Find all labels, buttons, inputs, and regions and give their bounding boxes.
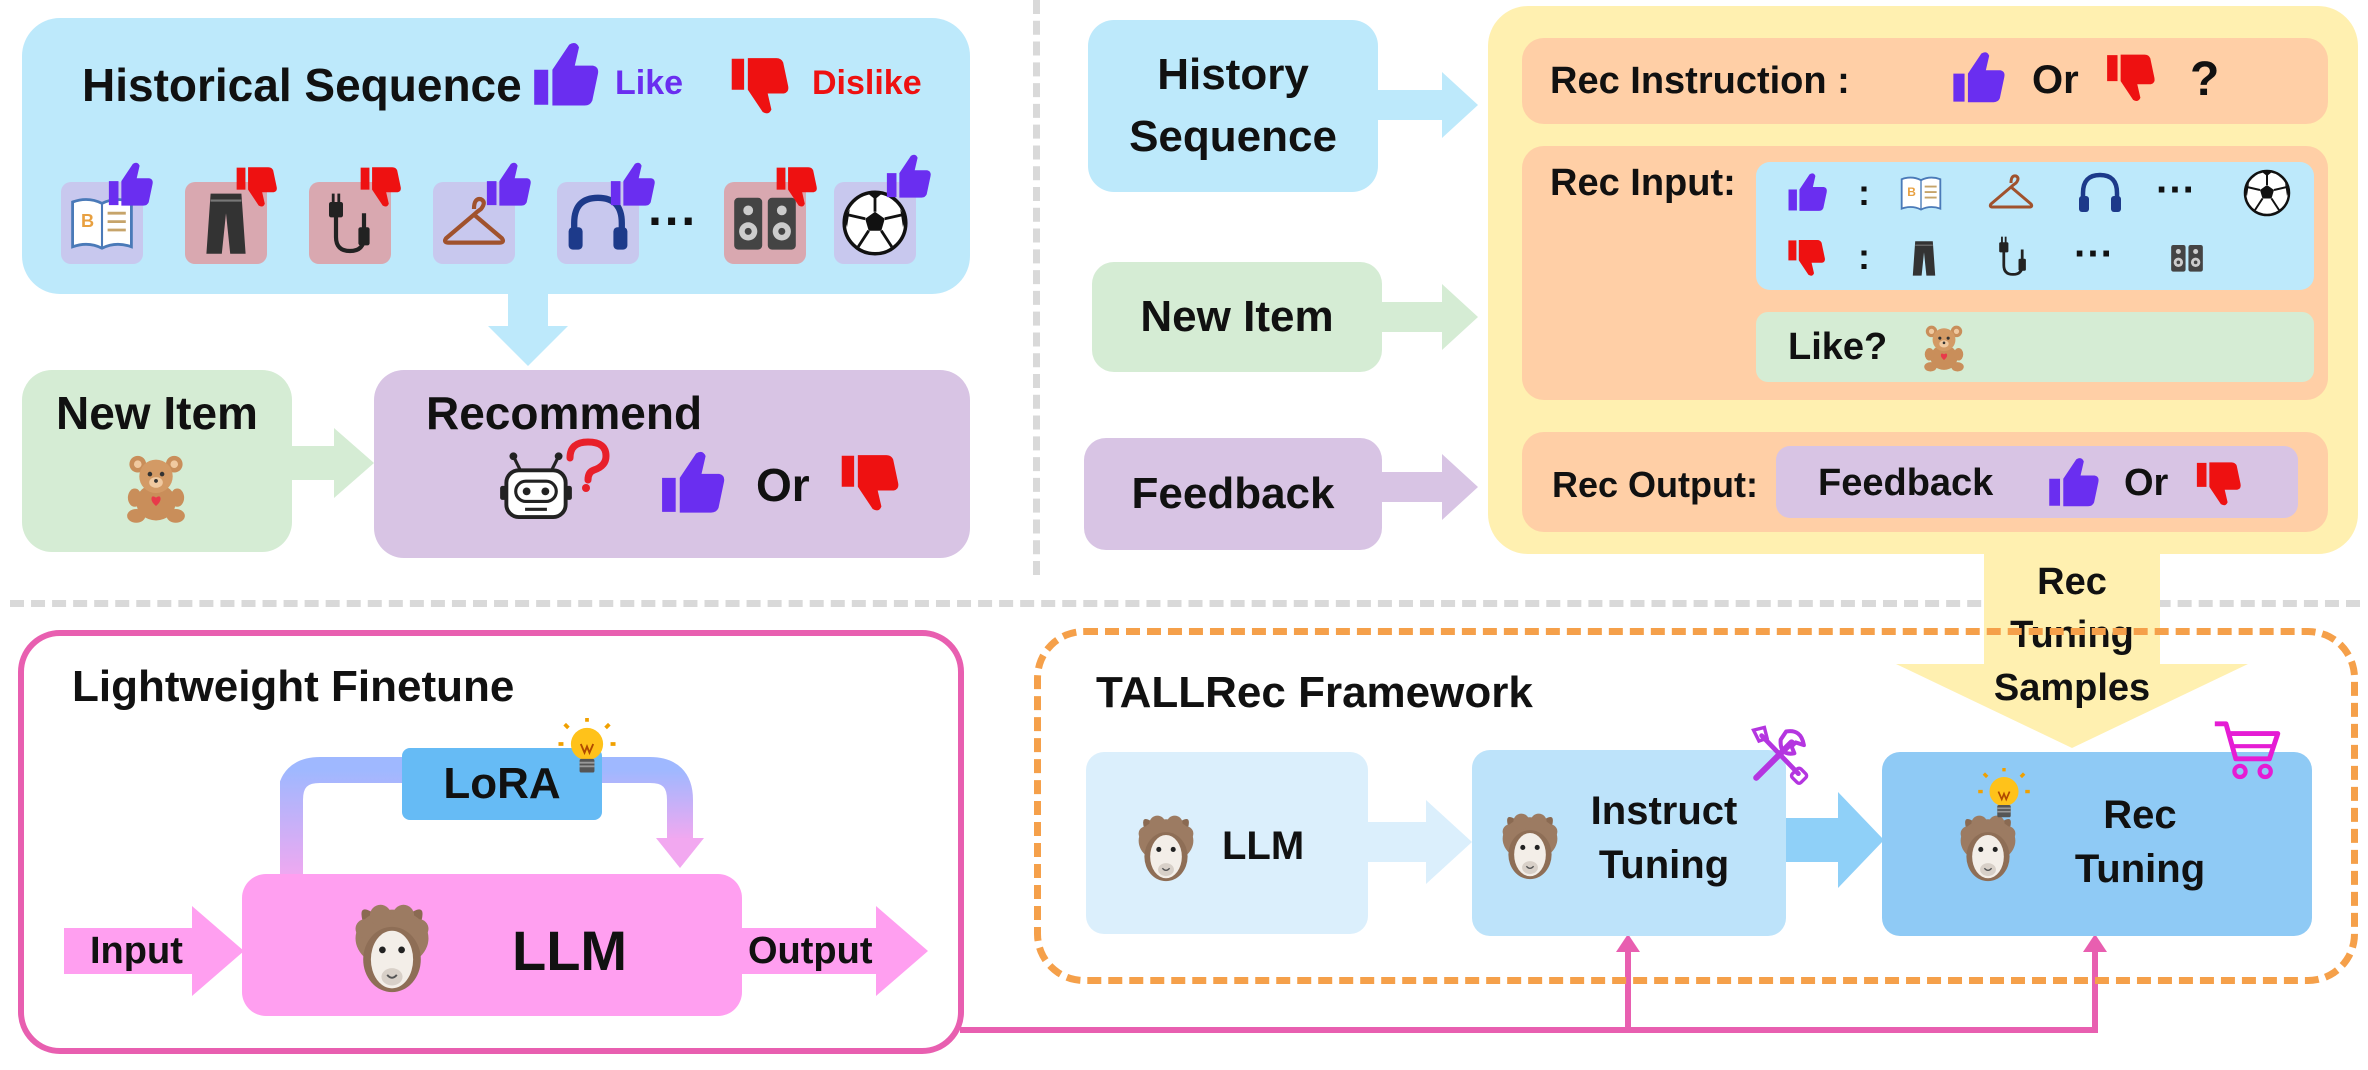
history-sequence-label: History Sequence [1129,50,1337,161]
lora-label: LoRA [443,759,561,808]
question-mark-icon [566,438,610,492]
dislike-badge-icon [358,164,402,210]
rec-instruction-label: Rec Instruction : [1550,60,1850,102]
item-sequence-box [1756,162,2314,290]
lightweight-finetune-panel [18,630,964,1054]
cable-icon [1990,232,2036,280]
new-item-title: New Item [56,387,258,439]
shopping-cart-icon [2210,714,2284,784]
dislike-badge-icon [774,164,818,210]
speakers-icon [2166,240,2208,276]
tallrec-framework-panel [1034,628,2358,984]
dislike-icon [1786,236,1826,280]
ellipsis: ··· [2156,168,2196,212]
recommend-title: Recommend [426,387,703,439]
rec-input-label: Rec Input: [1550,162,1736,204]
historical-sequence-title: Historical Sequence [82,59,522,111]
llm-stage-label: LLM [1222,824,1305,868]
question-mark: ? [2190,53,2220,106]
like-badge-icon [106,160,154,208]
tallrec-framework-title: TALLRec Framework [1096,668,1533,717]
dislike-icon [2194,458,2242,510]
lightbulb-icon [556,718,618,780]
right-arrow [290,428,374,498]
rec-tuning-box [1882,752,2312,936]
like-label: Like [615,64,684,102]
feedback-box: Feedback [1084,438,1382,550]
like-icon [658,446,726,518]
right-arrow [1378,72,1478,138]
sequence-ellipsis: ··· [648,193,698,249]
ellipsis: ··· [2074,232,2114,276]
colon: : [1858,172,1870,213]
dislike-icon [2104,50,2156,106]
hanger-icon [1984,168,2038,218]
lightbulb-icon [1976,768,2032,824]
rec-tuning-label: Rec Tuning [2074,793,2206,891]
like-question-label: Like? [1788,326,1888,368]
rec-instruction-box [1522,38,2328,124]
dislike-icon [838,450,900,516]
instruct-tuning-label: Instruct Tuning [1590,789,1738,887]
llm-stage-box [1086,752,1368,934]
right-arrow [1382,454,1478,520]
right-arrow [1382,284,1478,350]
output-arrow [738,906,928,996]
rec-tuning-samples-label: Rec Tuning Samples [1993,561,2151,710]
output-label: Output [748,930,873,972]
input-arrow [64,906,244,996]
feedback-label: Feedback [1131,469,1335,518]
llm-label: LLM [512,919,628,982]
lora-flow-arrows [280,757,704,880]
headphones-icon [2074,168,2126,218]
or-label: Or [2124,462,2169,504]
like-icon [2046,454,2100,510]
down-arrow [1896,552,2248,748]
feedback-output-label: Feedback [1818,462,1994,504]
alpaca-icon [1494,808,1566,884]
alpaca-icon [1130,810,1202,886]
teddy-bear-icon [1918,316,1970,378]
llm-block [242,874,742,1016]
down-arrow [488,290,568,366]
pants-icon [1904,232,1944,284]
lora-box: LoRA [402,748,602,820]
right-arrow [1786,792,1884,888]
like-icon [1950,48,2006,106]
horizontal-separator [10,600,2360,607]
new-item-box: New Item [1092,262,1382,372]
like-badge-icon [484,160,532,208]
book-icon [1896,170,1946,216]
soccer-ball-icon [2242,168,2292,218]
dislike-badge-icon [234,164,278,210]
like-question-box [1756,312,2314,382]
right-arrow [1368,800,1472,884]
history-sequence-box: History Sequence [1088,20,1378,192]
dislike-icon [728,54,790,118]
teddy-bear-icon [118,444,194,530]
or-label: Or [2032,58,2079,102]
alpaca-icon [344,896,440,1000]
finetune-connector-lines [960,934,2107,1033]
lightweight-finetune-title: Lightweight Finetune [72,662,515,711]
like-icon [530,38,600,110]
rec-output-label: Rec Output: [1552,464,1758,505]
input-label: Input [90,930,183,972]
tools-icon [1744,722,1812,790]
or-label: Or [756,459,810,511]
vertical-separator [1033,0,1040,575]
colon: : [1858,236,1870,277]
like-badge-icon [884,152,932,200]
new-item-label: New Item [1140,292,1334,341]
like-icon [1786,170,1828,214]
dislike-label: Dislike [812,64,922,102]
